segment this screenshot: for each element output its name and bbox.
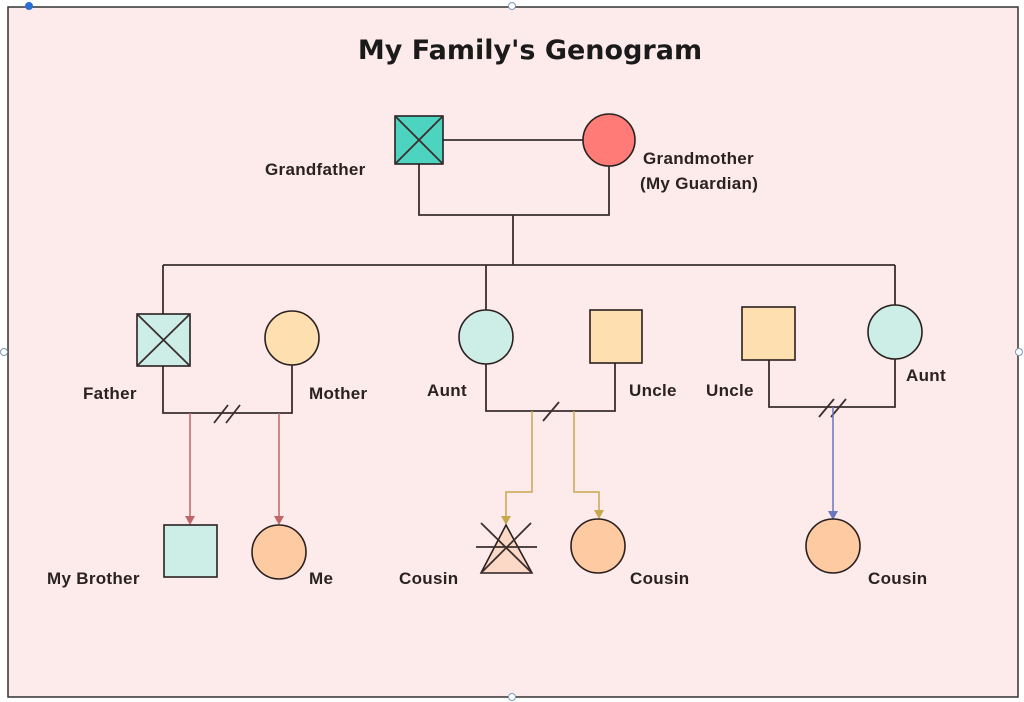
person-aunt-2[interactable]: Aunt: [867, 304, 946, 385]
female-symbol: [251, 524, 307, 580]
person-cousin-2[interactable]: Cousin: [570, 518, 689, 588]
person-mother[interactable]: Mother: [264, 310, 368, 403]
divorce-line-parents: [162, 365, 293, 424]
female-symbol: [264, 310, 320, 366]
male-symbol: [163, 524, 218, 578]
label-brother: My Brother: [47, 569, 140, 588]
label-cousin-1: Cousin: [399, 569, 458, 588]
male-symbol: [741, 306, 796, 361]
female-symbol: [458, 309, 514, 365]
label-grandfather: Grandfather: [265, 160, 366, 179]
label-uncle-2: Uncle: [706, 381, 754, 400]
person-me[interactable]: Me: [251, 524, 333, 588]
selection-handle-right[interactable]: [1015, 348, 1023, 356]
person-cousin-3[interactable]: Cousin: [805, 518, 927, 588]
female-symbol: [805, 518, 861, 574]
separation-line-aunt1-uncle1: [485, 363, 616, 422]
label-grandmother-note: (My Guardian): [640, 174, 758, 193]
person-uncle-1[interactable]: Uncle: [589, 309, 677, 400]
person-brother[interactable]: My Brother: [47, 524, 218, 588]
label-mother: Mother: [309, 384, 368, 403]
child-arrow-cousin-3: [828, 407, 838, 520]
female-symbol: [582, 113, 636, 167]
person-grandfather[interactable]: Grandfather: [265, 115, 444, 179]
diagram-title: My Family's Genogram: [358, 35, 702, 66]
person-grandmother[interactable]: Grandmother (My Guardian): [582, 113, 758, 193]
label-cousin-3: Cousin: [868, 569, 927, 588]
label-grandmother: Grandmother: [643, 149, 754, 168]
person-aunt-1[interactable]: Aunt: [427, 309, 514, 400]
selection-handle-left[interactable]: [0, 348, 8, 356]
female-symbol: [867, 304, 923, 360]
label-aunt-1: Aunt: [427, 381, 467, 400]
child-arrow-cousin-2: [573, 411, 604, 519]
person-father[interactable]: Father: [83, 313, 191, 403]
female-symbol: [570, 518, 626, 574]
child-arrow-cousin-1: [501, 411, 533, 525]
person-cousin-1[interactable]: Cousin: [399, 522, 537, 588]
child-arrow-brother: [185, 413, 195, 525]
selection-handle-top-left[interactable]: [25, 2, 33, 10]
label-me: Me: [309, 569, 333, 588]
person-uncle-2[interactable]: Uncle: [706, 306, 796, 400]
label-aunt-2: Aunt: [906, 366, 946, 385]
selection-handle-bottom[interactable]: [508, 693, 516, 701]
sibling-line: [162, 264, 896, 314]
label-uncle-1: Uncle: [629, 381, 677, 400]
child-arrow-me: [274, 413, 284, 525]
male-symbol: [589, 309, 643, 364]
label-father: Father: [83, 384, 137, 403]
marriage-line-grandparents: [418, 139, 610, 265]
selection-handle-top[interactable]: [508, 2, 516, 10]
label-cousin-2: Cousin: [630, 569, 689, 588]
